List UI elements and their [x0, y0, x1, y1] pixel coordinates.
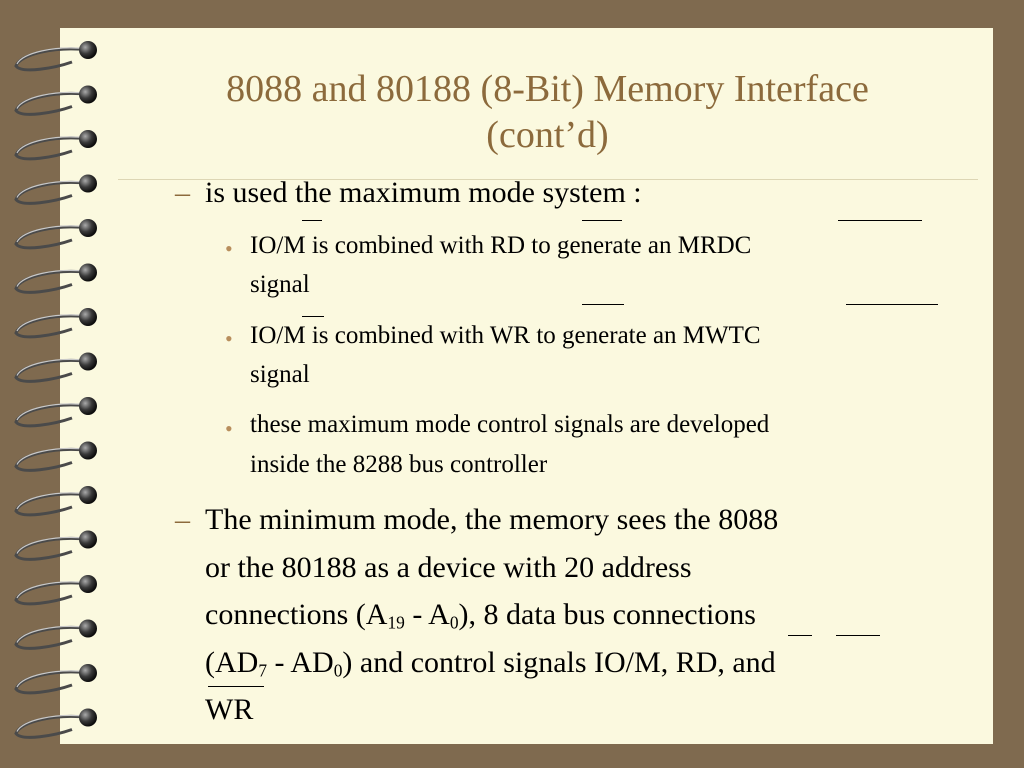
text: - AD	[267, 646, 334, 679]
sub-bullet-1-line-1: IO/M is combined with RD to generate an …	[250, 232, 751, 260]
m-signal: M	[283, 232, 306, 259]
text: is combined with	[305, 322, 490, 349]
bullet-2-line-3: connections (A19 - A0), 8 data bus conne…	[205, 598, 756, 632]
sub-bullet-3-line-2: inside the 8288 bus controller	[250, 451, 548, 478]
binding-ring	[14, 530, 97, 561]
binding-ring	[14, 397, 97, 428]
binding-ring	[14, 352, 97, 383]
overbar	[846, 304, 938, 305]
title-divider	[118, 179, 978, 180]
sub-bullet-2-line-1: IO/M is combined with WR to generate an …	[250, 322, 761, 350]
binding-ring	[14, 85, 97, 116]
text: connections (A	[205, 598, 388, 631]
binding-ring	[14, 41, 97, 72]
sub-bullet-2-line-2: signal	[250, 361, 310, 388]
slide-page	[60, 28, 993, 744]
text: (AD	[205, 646, 259, 679]
dash-bullet-1: –	[175, 176, 190, 209]
bullet-2-line-1: The minimum mode, the memory sees the 80…	[205, 503, 779, 536]
subscript-0: 0	[449, 612, 459, 633]
overbar	[582, 220, 622, 221]
wr-signal: WR	[489, 322, 531, 349]
io-prefix: IO/	[250, 322, 284, 349]
text: ) and control signals IO/M, RD, and	[342, 646, 776, 679]
bullet-2-line-2: or the 80188 as a device with 20 address	[205, 551, 692, 584]
sub-bullet-2-dot: •	[225, 326, 233, 351]
binding-ring	[14, 575, 97, 606]
binding-ring	[14, 486, 97, 517]
subscript-0: 0	[333, 660, 343, 681]
title-line-2: (cont’d)	[486, 114, 609, 156]
bullet-1-text: is used the maximum mode system :	[205, 176, 642, 209]
sub-bullet-3-line-1: these maximum mode control signals are d…	[250, 411, 770, 438]
overbar	[836, 635, 880, 636]
binding-ring	[14, 664, 97, 695]
text: is combined with	[305, 232, 491, 259]
binding-ring	[14, 219, 97, 250]
slide-title: 8088 and 80188 (8-Bit) Memory Interface …	[100, 66, 995, 158]
binding-ring	[14, 308, 97, 339]
overbar	[208, 686, 264, 687]
text: to generate an MRDC	[525, 232, 752, 259]
overbar	[302, 316, 324, 317]
text: - A	[404, 598, 450, 631]
text: ), 8 data bus connections	[458, 598, 756, 631]
binding-ring	[14, 263, 97, 294]
dash-bullet-2: –	[175, 503, 190, 536]
title-line-1: 8088 and 80188 (8-Bit) Memory Interface	[226, 68, 869, 110]
m-signal: M	[283, 322, 306, 349]
binding-ring	[14, 130, 97, 161]
io-prefix: IO/	[250, 232, 284, 259]
overbar	[838, 220, 922, 221]
binding-ring	[14, 174, 97, 205]
bullet-2-line-4: (AD7 - AD0) and control signals IO/M, RD…	[205, 646, 776, 680]
bullet-2-line-5: WR	[205, 693, 254, 726]
sub-bullet-3-dot: •	[225, 416, 233, 441]
spiral-binding	[14, 41, 97, 739]
binding-ring	[14, 441, 97, 472]
overbar	[788, 635, 812, 636]
binding-ring	[14, 708, 97, 739]
sub-bullet-1-line-2: signal	[250, 271, 310, 298]
sub-bullet-1-dot: •	[225, 236, 233, 261]
overbar	[582, 304, 624, 305]
subscript-7: 7	[258, 660, 268, 681]
subscript-19: 19	[387, 612, 405, 633]
rd-signal: RD	[490, 232, 526, 259]
overbar	[302, 220, 322, 221]
binding-ring	[14, 619, 97, 650]
text: to generate an MWTC	[530, 322, 761, 349]
